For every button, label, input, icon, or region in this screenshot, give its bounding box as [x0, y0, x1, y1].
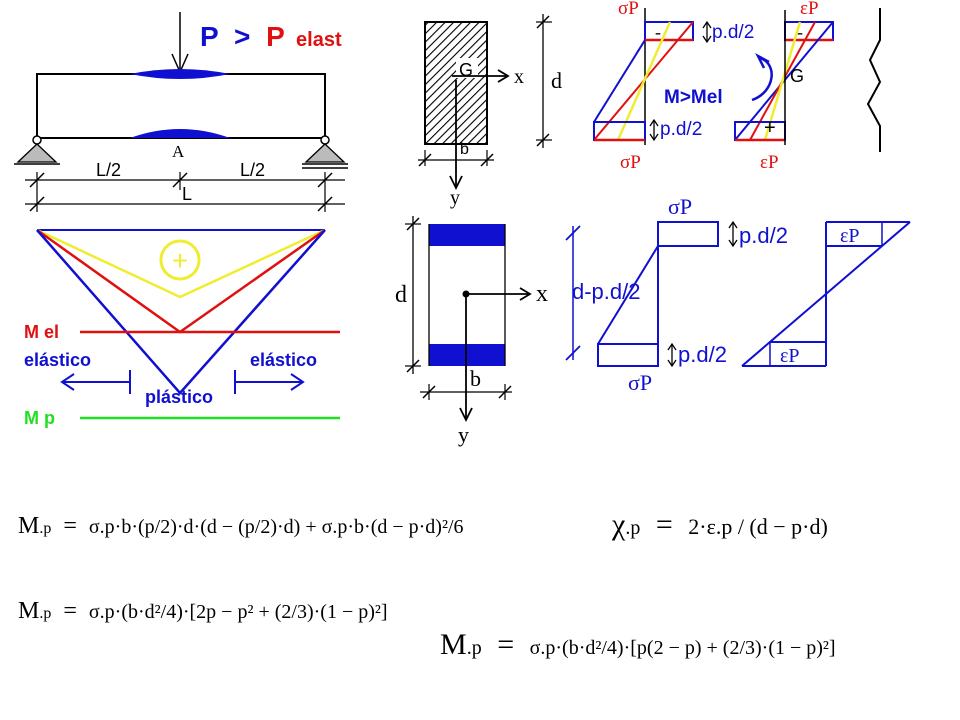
pd2-bottom-label-2: p.d/2 [678, 342, 727, 367]
pd2-top-label: p.d/2 [712, 22, 754, 43]
strain-centroid-label: G [790, 66, 804, 86]
section-bottom: x y d b [395, 216, 548, 447]
top-flange [429, 224, 505, 246]
eq-curvature: χ.p = 2·ε.p / (d − p·d) [611, 508, 828, 541]
x-axis-label: x [514, 66, 524, 88]
half-span-left: L/2 [96, 160, 121, 180]
eq1: M.p = σ.p·b·(p/2)·d·(d − (p/2)·d) + σ.p·… [18, 513, 464, 539]
x-axis-arrow-icon [497, 69, 510, 83]
span-label: L [182, 184, 192, 204]
x-axis-label-2: x [536, 281, 548, 307]
plastic-label: plástico [145, 387, 213, 407]
half-span-right: L/2 [240, 160, 265, 180]
moment-diagram: + M el elástico elástico plástico M p [24, 228, 340, 428]
plastic-moment-curve [36, 229, 326, 395]
plastic-zone-top [130, 69, 230, 79]
elastic-moment-curve [36, 228, 326, 299]
support-right-icon [302, 135, 348, 169]
y-axis-label-2: y [458, 422, 469, 447]
arrow-right-icon [290, 373, 305, 391]
plastic-zone-bottom [130, 129, 230, 138]
depth-label: d [551, 68, 562, 93]
eps-bottom-label: εP [760, 152, 779, 173]
sigma-top-label-2: σP [668, 194, 692, 219]
strain-plus-sign: + [764, 117, 776, 139]
elastic-left-label: elástico [24, 350, 91, 370]
plus-sign: + [172, 245, 188, 276]
eps-bottom-label-2: εP [780, 345, 800, 367]
eps-top-label-2: εP [840, 225, 860, 247]
support-left-icon [14, 135, 60, 165]
beam-title: P > P elast [200, 21, 342, 52]
m-p-label: M p [24, 408, 55, 428]
break-line-icon [866, 8, 882, 152]
stress-diagram-top: σP - σP p.d/2 p.d/2 M>Mel [593, 0, 773, 173]
equations: M.p = σ.p·b·(p/2)·d·(d − (p/2)·d) + σ.p·… [18, 508, 836, 661]
width-label-2: b [470, 366, 481, 391]
stress-diagram-bottom: σP σP p.d/2 p.d/2 d-p.d/2 [565, 194, 788, 395]
strain-minus-sign: - [797, 22, 803, 42]
eps-top-label: εP [800, 0, 819, 19]
centroid-label: G [459, 60, 473, 80]
pd2-bottom-label: p.d/2 [660, 119, 702, 140]
width-label: b [460, 141, 469, 158]
bottom-flange [429, 344, 505, 366]
sigma-bottom-label-2: σP [628, 370, 652, 395]
minus-sign: - [655, 22, 661, 42]
elastic-right-label: elástico [250, 350, 317, 370]
strain-diagram-top: εP - + εP G [734, 0, 882, 173]
sigma-bottom-label: σP [620, 152, 641, 173]
strain-diagram-bottom: εP εP [741, 221, 911, 367]
arrow-left-icon [60, 373, 75, 391]
plus-circle-icon [159, 239, 201, 281]
moment-label: M>Mel [664, 87, 723, 108]
point-label: A [172, 142, 185, 161]
m-el-label: M el [24, 322, 59, 342]
x-axis-arrow-icon [519, 287, 532, 301]
y-axis-arrow-icon [459, 407, 473, 423]
y-axis-arrow-icon [449, 175, 463, 191]
y-axis-label: y [450, 187, 460, 209]
eq3: M.p = σ.p·(b·d²/4)·[p(2 − p) + (2/3)·(1 … [440, 628, 836, 661]
section-top: G x y b d [418, 14, 562, 209]
pd2-top-label-2: p.d/2 [739, 223, 788, 248]
sigma-top-label: σP [618, 0, 639, 19]
eq2: M.p = σ.p·(b·d²/4)·[2p − p² + (2/3)·(1 −… [18, 598, 388, 624]
core-depth-label: d-p.d/2 [572, 279, 641, 304]
depth-label-2: d [395, 282, 407, 308]
beam-diagram: P > P elast A L [14, 12, 348, 212]
